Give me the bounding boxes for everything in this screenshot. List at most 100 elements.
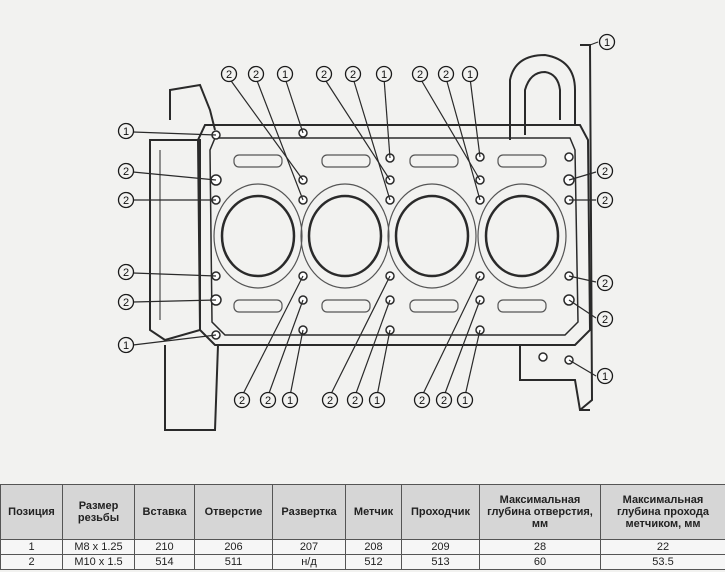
svg-text:2: 2 <box>443 69 449 81</box>
callout-right-6: 1 <box>596 367 614 385</box>
callout-left-3: 2 <box>117 191 135 209</box>
thread-repair-table: Позиция Размер резьбы Вставка Отверстие … <box>0 484 725 570</box>
svg-text:2: 2 <box>253 69 259 81</box>
svg-text:2: 2 <box>123 297 129 309</box>
svg-text:2: 2 <box>321 69 327 81</box>
callout-top-7: 2 <box>411 65 429 83</box>
engine-block-diagram: 2 2 1 2 2 1 2 2 1 2 2 1 2 2 1 2 2 1 1 2 2 2 2 1 1 2 2 2 2 1 <box>117 33 616 431</box>
table-cell: 514 <box>134 554 195 570</box>
table-cell: 1 <box>0 539 63 555</box>
table-row: 2 M10 x 1.5 514 511 н/д 512 513 60 53.5 <box>0 554 725 570</box>
callout-top-1: 2 <box>220 65 238 83</box>
svg-text:1: 1 <box>287 395 293 407</box>
svg-text:2: 2 <box>123 267 129 279</box>
callout-bottom-2: 2 <box>259 391 277 409</box>
callout-markers: 2 2 1 2 2 1 2 2 1 2 2 1 2 2 1 2 2 1 1 2 2 2 2 1 1 2 2 2 2 1 <box>117 33 616 409</box>
bottom-left-foot <box>164 344 219 431</box>
svg-text:2: 2 <box>602 166 608 178</box>
table-cell: 511 <box>194 554 273 570</box>
callout-bottom-5: 2 <box>346 391 364 409</box>
callout-left-4: 2 <box>117 263 135 281</box>
svg-text:1: 1 <box>282 69 288 81</box>
callout-top-6: 1 <box>375 65 393 83</box>
header-max-hole-depth: Максимальная глубина отверстия, мм <box>479 484 601 540</box>
table-cell: M10 x 1.5 <box>62 554 135 570</box>
header-hole: Отверстие <box>194 484 273 540</box>
svg-text:2: 2 <box>602 314 608 326</box>
callout-bottom-9: 1 <box>456 391 474 409</box>
svg-text:2: 2 <box>350 69 356 81</box>
table-cell: 2 <box>0 554 63 570</box>
right-frame <box>579 44 594 411</box>
callout-right-5: 2 <box>596 310 614 328</box>
table-cell: 209 <box>401 539 480 555</box>
cylinder-bore-2 <box>307 194 383 278</box>
svg-text:2: 2 <box>226 69 232 81</box>
callout-left-6: 1 <box>117 336 135 354</box>
callout-left-2: 2 <box>117 162 135 180</box>
svg-text:1: 1 <box>602 371 608 383</box>
callout-bottom-4: 2 <box>321 391 339 409</box>
cylinder-bore-3 <box>394 194 470 278</box>
callout-bottom-1: 2 <box>233 391 251 409</box>
callout-right-2: 2 <box>596 162 614 180</box>
callout-right-3: 2 <box>596 191 614 209</box>
header-max-tap-depth: Максимальная глубина прохода метчиком, м… <box>600 484 725 540</box>
block-bracket-top-left <box>169 83 216 131</box>
leader-lines <box>132 41 599 397</box>
svg-text:2: 2 <box>419 395 425 407</box>
table-row: 1 M8 x 1.25 210 206 207 208 209 28 22 <box>0 539 725 555</box>
header-thread-size: Размер резьбы <box>62 484 135 540</box>
svg-text:2: 2 <box>239 395 245 407</box>
callout-top-4: 2 <box>315 65 333 83</box>
breather-pipe <box>509 53 576 140</box>
callout-bottom-3: 1 <box>281 391 299 409</box>
header-insert: Вставка <box>134 484 195 540</box>
callout-right-4: 2 <box>596 274 614 292</box>
callout-right-1: 1 <box>598 33 616 51</box>
header-reamer: Развертка <box>272 484 346 540</box>
block-outline <box>196 124 592 346</box>
svg-text:2: 2 <box>602 195 608 207</box>
table-cell: н/д <box>272 554 346 570</box>
table-cell: 207 <box>272 539 346 555</box>
table-cell: 53.5 <box>600 554 725 570</box>
svg-text:1: 1 <box>381 69 387 81</box>
svg-text:2: 2 <box>265 395 271 407</box>
callout-top-8: 2 <box>437 65 455 83</box>
svg-text:1: 1 <box>462 395 468 407</box>
table-cell: 206 <box>194 539 273 555</box>
callout-top-3: 1 <box>276 65 294 83</box>
callout-left-1: 1 <box>117 122 135 140</box>
table-cell: 60 <box>479 554 601 570</box>
table-cell: 208 <box>345 539 402 555</box>
callout-top-9: 1 <box>461 65 479 83</box>
svg-text:2: 2 <box>441 395 447 407</box>
callout-bottom-6: 1 <box>368 391 386 409</box>
svg-text:2: 2 <box>123 166 129 178</box>
table-cell: 513 <box>401 554 480 570</box>
header-tap: Метчик <box>345 484 402 540</box>
svg-text:2: 2 <box>352 395 358 407</box>
svg-text:1: 1 <box>374 395 380 407</box>
svg-text:2: 2 <box>123 195 129 207</box>
cylinder-bore-4 <box>484 194 560 278</box>
table-cell: 28 <box>479 539 601 555</box>
header-position: Позиция <box>0 484 63 540</box>
svg-text:2: 2 <box>602 278 608 290</box>
table-header-row: Позиция Размер резьбы Вставка Отверстие … <box>0 484 725 540</box>
header-thread-chaser: Проходчик <box>401 484 480 540</box>
table-cell: 512 <box>345 554 402 570</box>
svg-text:1: 1 <box>123 340 129 352</box>
left-casting <box>149 139 201 342</box>
svg-text:1: 1 <box>467 69 473 81</box>
cylinder-bore-1 <box>220 194 296 278</box>
callout-left-5: 2 <box>117 293 135 311</box>
svg-text:2: 2 <box>417 69 423 81</box>
table-cell: M8 x 1.25 <box>62 539 135 555</box>
callout-bottom-8: 2 <box>435 391 453 409</box>
callout-top-5: 2 <box>344 65 362 83</box>
bolt-holes <box>210 128 575 365</box>
callout-bottom-7: 2 <box>413 391 431 409</box>
svg-text:2: 2 <box>327 395 333 407</box>
